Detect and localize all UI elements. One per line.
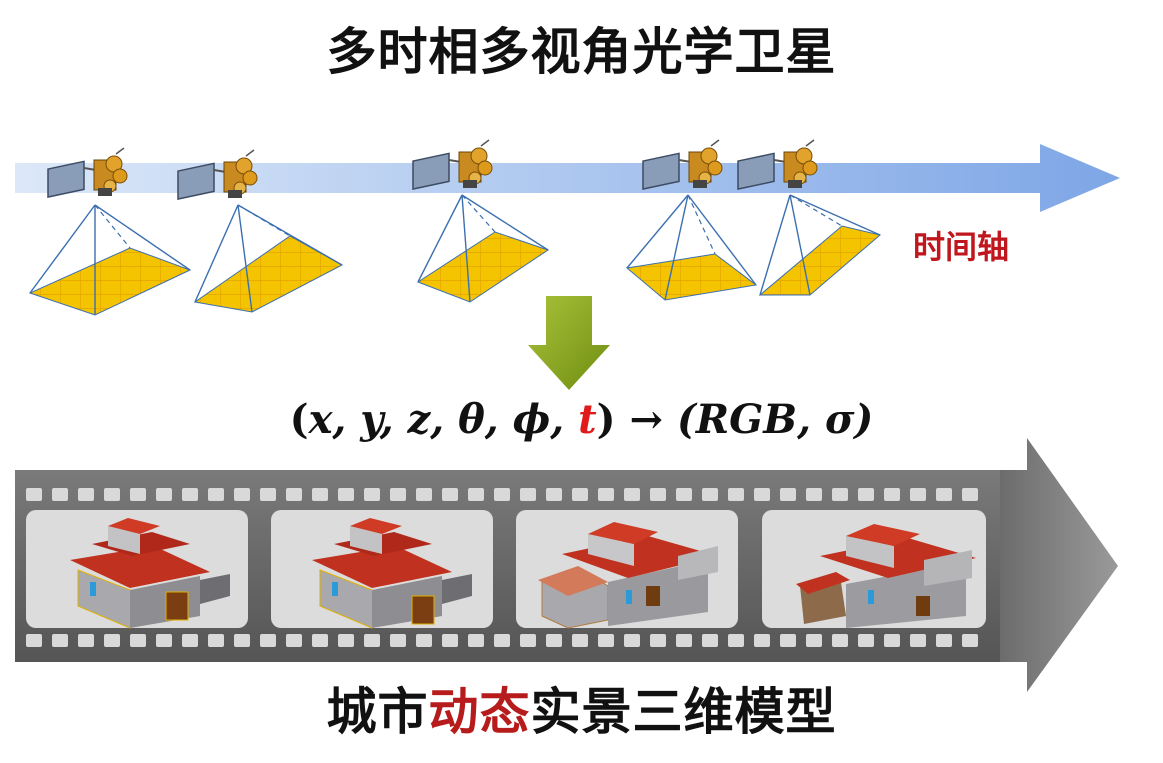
formula-open-paren: ( xyxy=(289,396,309,443)
satellite-3 xyxy=(412,139,550,303)
bottom-title: 城市动态实景三维模型 xyxy=(0,672,1163,744)
satellite-1 xyxy=(28,147,192,316)
formula-variables: x, y, z, θ, ϕ, xyxy=(308,396,579,443)
formula-result: (RGB, σ) xyxy=(676,396,874,443)
building-model-1 xyxy=(70,518,230,629)
formula-arrow: → xyxy=(615,396,677,443)
satellite-2 xyxy=(177,149,344,313)
building-model-4 xyxy=(796,524,976,628)
time-axis-label: 时间轴 xyxy=(913,228,1010,266)
bottom-title-highlight: 动态 xyxy=(428,683,531,741)
building-model-2 xyxy=(312,518,472,629)
bottom-title-part3: 实景三维模型 xyxy=(530,683,837,741)
time-axis-arrow xyxy=(15,144,1120,212)
satellite-5 xyxy=(737,139,882,296)
formula-time-variable: t xyxy=(578,396,597,443)
page-title: 多时相多视角光学卫星 xyxy=(326,23,837,81)
satellite-4 xyxy=(625,139,758,301)
bottom-title-part1: 城市 xyxy=(326,683,429,741)
building-model-3 xyxy=(538,522,718,629)
down-arrow xyxy=(528,296,610,390)
mapping-formula: (x, y, z, θ, ϕ, t) → (RGB, σ) xyxy=(0,396,1163,443)
formula-close-paren: ) xyxy=(596,396,616,443)
